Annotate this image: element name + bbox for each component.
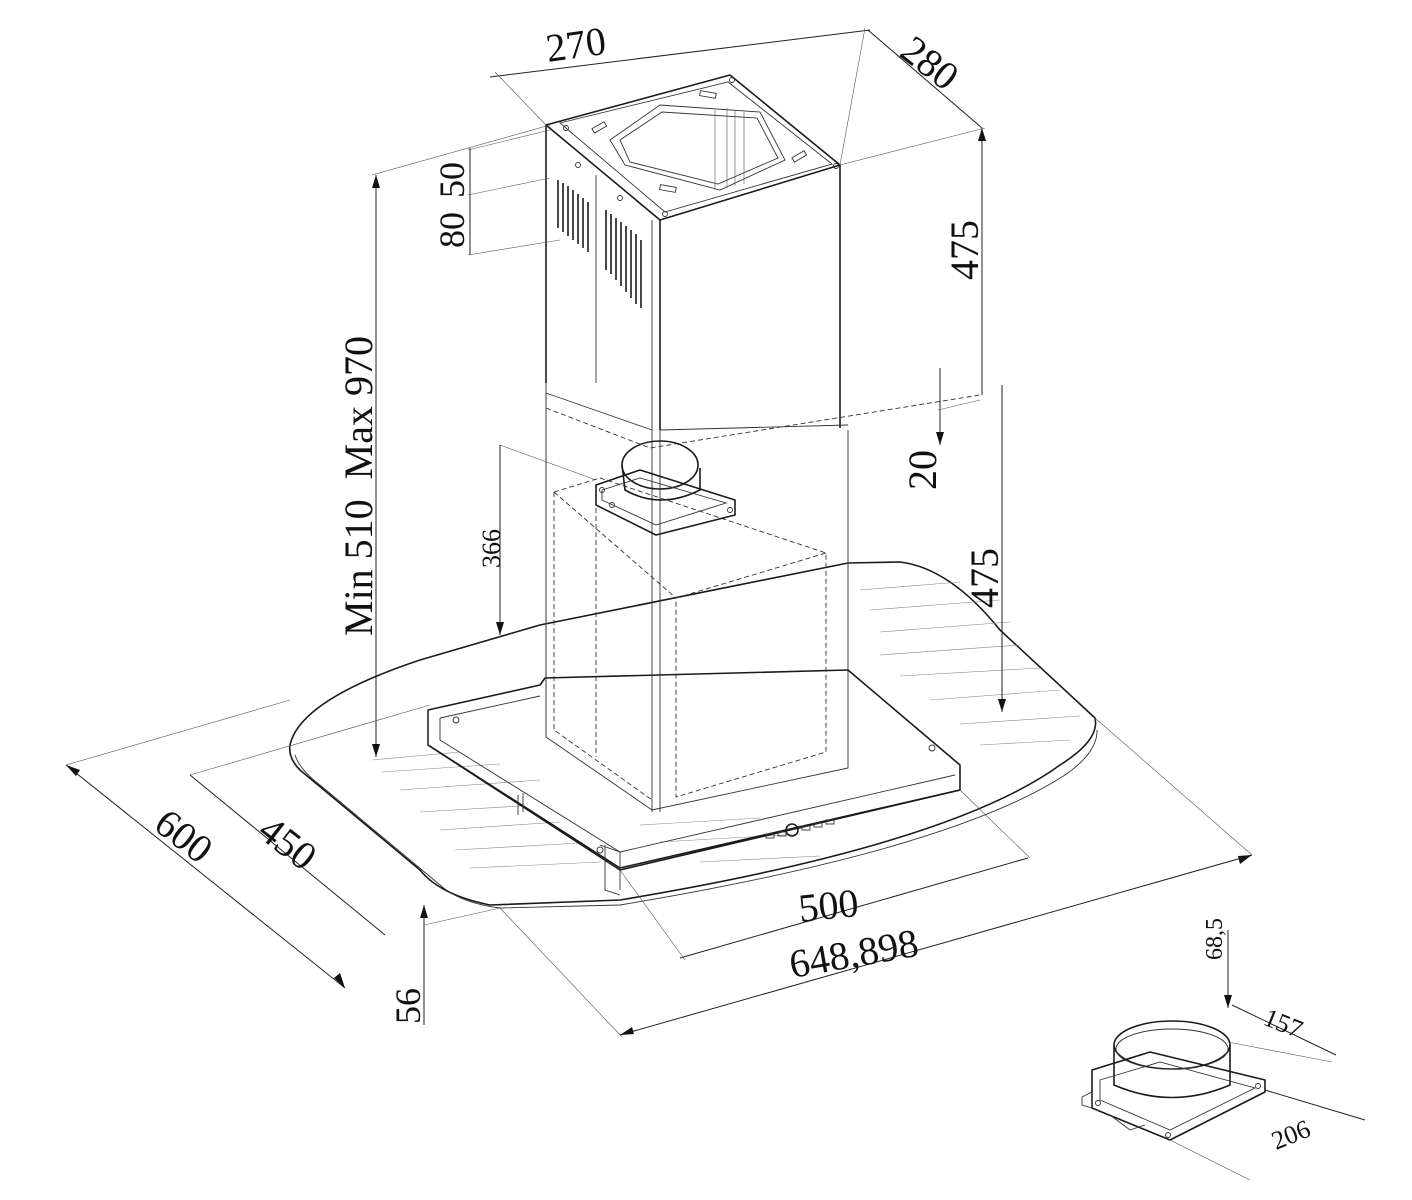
button-3 <box>801 825 811 831</box>
glass-reflections <box>371 581 1081 869</box>
button-2 <box>777 831 787 837</box>
label-min-max: Min 510 Max 970 <box>336 336 381 636</box>
power-knob-icon <box>785 823 799 837</box>
vent-slots-left <box>557 180 589 252</box>
label-206: 206 <box>1267 1114 1314 1155</box>
label-280: 280 <box>892 27 967 99</box>
label-20: 20 <box>900 450 945 490</box>
label-600: 600 <box>146 800 221 872</box>
control-panel <box>765 819 835 839</box>
glass-canopy <box>288 561 1098 909</box>
label-500: 500 <box>796 880 860 931</box>
button-4 <box>813 822 823 828</box>
dimension-lines <box>65 27 1366 1181</box>
label-56: 56 <box>388 988 428 1024</box>
dimension-arrows <box>66 128 1252 1035</box>
label-475-upper: 475 <box>942 220 987 280</box>
button-1 <box>765 833 775 839</box>
adapter-part <box>1081 1020 1266 1141</box>
label-450: 450 <box>250 807 325 879</box>
motor-collar <box>595 440 736 536</box>
hood-body <box>427 669 961 896</box>
label-50: 50 <box>432 162 472 198</box>
button-5 <box>825 819 835 825</box>
label-270: 270 <box>543 18 609 71</box>
label-68-5: 68,5 <box>1202 918 1228 960</box>
label-366: 366 <box>477 529 506 568</box>
chimney <box>545 74 981 812</box>
label-475-lower: 475 <box>962 548 1007 608</box>
vent-slots-right <box>605 210 642 308</box>
label-80: 80 <box>432 212 472 248</box>
